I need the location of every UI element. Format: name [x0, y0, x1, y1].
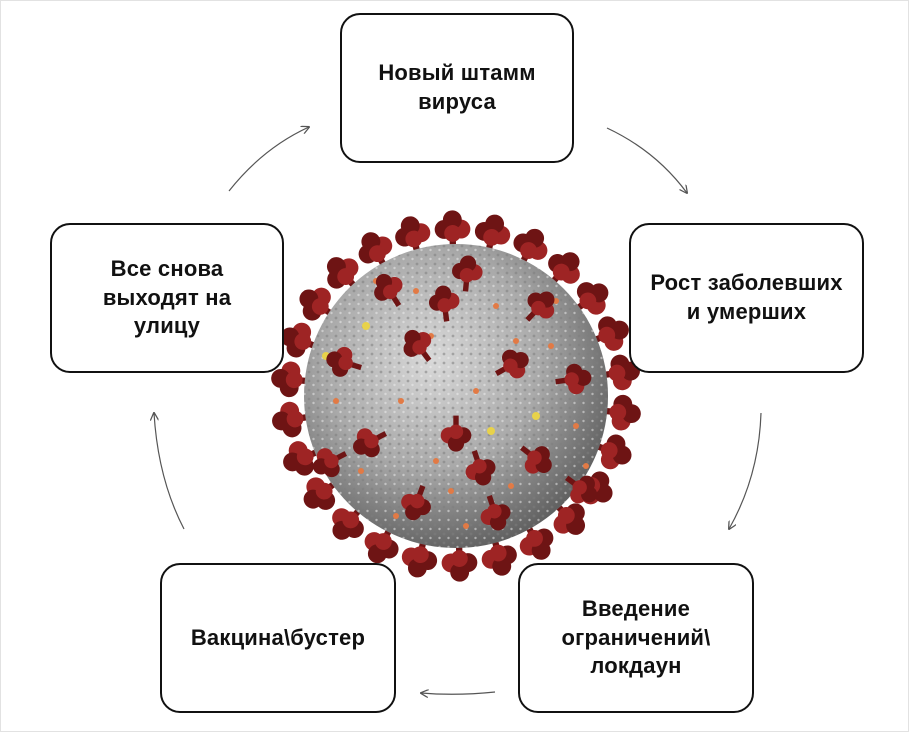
step-lockdown: Введение ограничений\ локдаун: [518, 563, 754, 713]
coronavirus-icon: [271, 210, 641, 582]
arrow-icon: [729, 412, 762, 529]
arrow-icon: [228, 127, 309, 192]
step-everyone-outside: Все снова выходят на улицу: [50, 223, 284, 373]
arrow-icon: [421, 692, 496, 694]
arrow-icon: [606, 127, 687, 193]
step-new-strain: Новый штамм вируса: [340, 13, 574, 163]
step-vaccine-booster: Вакцина\бустер: [160, 563, 396, 713]
step-rising-cases: Рост заболевших и умерших: [629, 223, 864, 373]
arrow-icon: [154, 413, 185, 530]
